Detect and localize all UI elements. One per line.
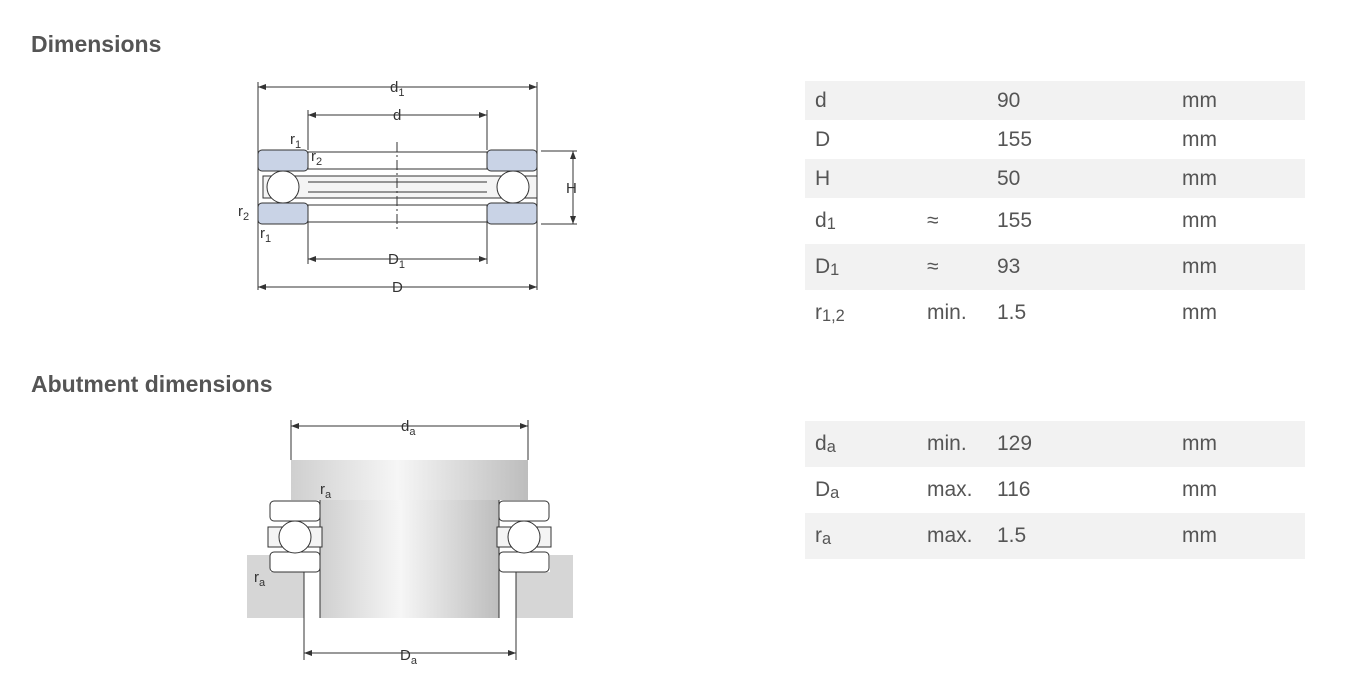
label-Da: Da (400, 647, 418, 667)
symbol-cell: H (805, 159, 917, 198)
value-cell: 1.5 (997, 301, 1027, 324)
symbol-cell: ra (805, 513, 917, 559)
bearing-dimensions-drawing: d1 d r1 r2 H r2 r1 D1 D (225, 72, 595, 302)
unit-cell: mm (1172, 513, 1305, 559)
table-row: d 90 mm (805, 81, 1305, 120)
value-cell: 116 (997, 478, 1031, 501)
unit-cell: mm (1172, 244, 1305, 290)
symbol-cell: d1 (815, 209, 836, 233)
qualifier-cell: max. (927, 478, 973, 501)
table-row: r1,2 min. 1.5 mm (805, 290, 1305, 336)
symbol-cell: D1 (805, 244, 917, 290)
unit-cell: mm (1182, 209, 1217, 232)
label-r2-bottom: r2 (238, 203, 249, 223)
abutment-dimensions-drawing: da ra ra Da (240, 410, 580, 675)
table-row: da min. 129 mm (805, 421, 1305, 467)
label-r1-bottom: r1 (260, 225, 271, 245)
symbol-cell: d (805, 81, 917, 120)
symbol-cell: r1,2 (815, 301, 845, 325)
label-da: da (401, 418, 416, 438)
table-row: D1 ≈ 93 mm (805, 244, 1305, 290)
label-ra-top: ra (320, 481, 332, 501)
label-d1: d1 (390, 79, 404, 99)
qualifier-cell: min. (927, 301, 967, 324)
unit-cell: mm (1182, 301, 1217, 324)
unit-cell: mm (1172, 421, 1305, 467)
table-row: H 50 mm (805, 159, 1305, 198)
symbol-cell: da (805, 421, 917, 467)
label-ra-housing: ra (254, 569, 266, 589)
qualifier-cell (917, 120, 987, 159)
label-r1-top: r1 (290, 131, 301, 151)
qualifier-cell: ≈ (927, 209, 939, 232)
label-D: D (392, 279, 403, 296)
value-cell: 93 (987, 244, 1172, 290)
symbol-cell: Da (815, 478, 840, 502)
qualifier-cell: max. (917, 513, 987, 559)
value-cell: 90 (987, 81, 1172, 120)
value-cell: 129 (987, 421, 1172, 467)
label-H: H (566, 180, 577, 197)
table-row: ra max. 1.5 mm (805, 513, 1305, 559)
qualifier-cell (917, 81, 987, 120)
table-row: d1 ≈ 155 mm (805, 198, 1305, 244)
unit-cell: mm (1182, 127, 1217, 151)
unit-cell: mm (1172, 159, 1305, 198)
symbol-cell: D (815, 127, 831, 151)
value-cell: 155 (997, 127, 1033, 151)
table-row: D 155 mm (805, 120, 1305, 159)
value-cell: 1.5 (987, 513, 1172, 559)
value-cell: 50 (987, 159, 1172, 198)
qualifier-cell (917, 159, 987, 198)
unit-cell: mm (1172, 81, 1305, 120)
qualifier-cell: min. (917, 421, 987, 467)
label-r2-top: r2 (311, 148, 322, 168)
abutment-dimensions-table: da min. 129 mm Da max. 116 mm ra max. 1.… (805, 421, 1305, 559)
value-cell: 155 (997, 209, 1033, 232)
unit-cell: mm (1182, 478, 1217, 501)
abutment-dimensions-title: Abutment dimensions (31, 371, 273, 397)
dimensions-table: d 90 mm D 155 mm H 50 mm d1 ≈ 155 mm D1 … (805, 81, 1305, 336)
qualifier-cell: ≈ (917, 244, 987, 290)
table-row: Da max. 116 mm (805, 467, 1305, 513)
label-d: d (393, 107, 401, 124)
dimensions-title: Dimensions (31, 31, 162, 57)
label-D1: D1 (388, 251, 405, 271)
